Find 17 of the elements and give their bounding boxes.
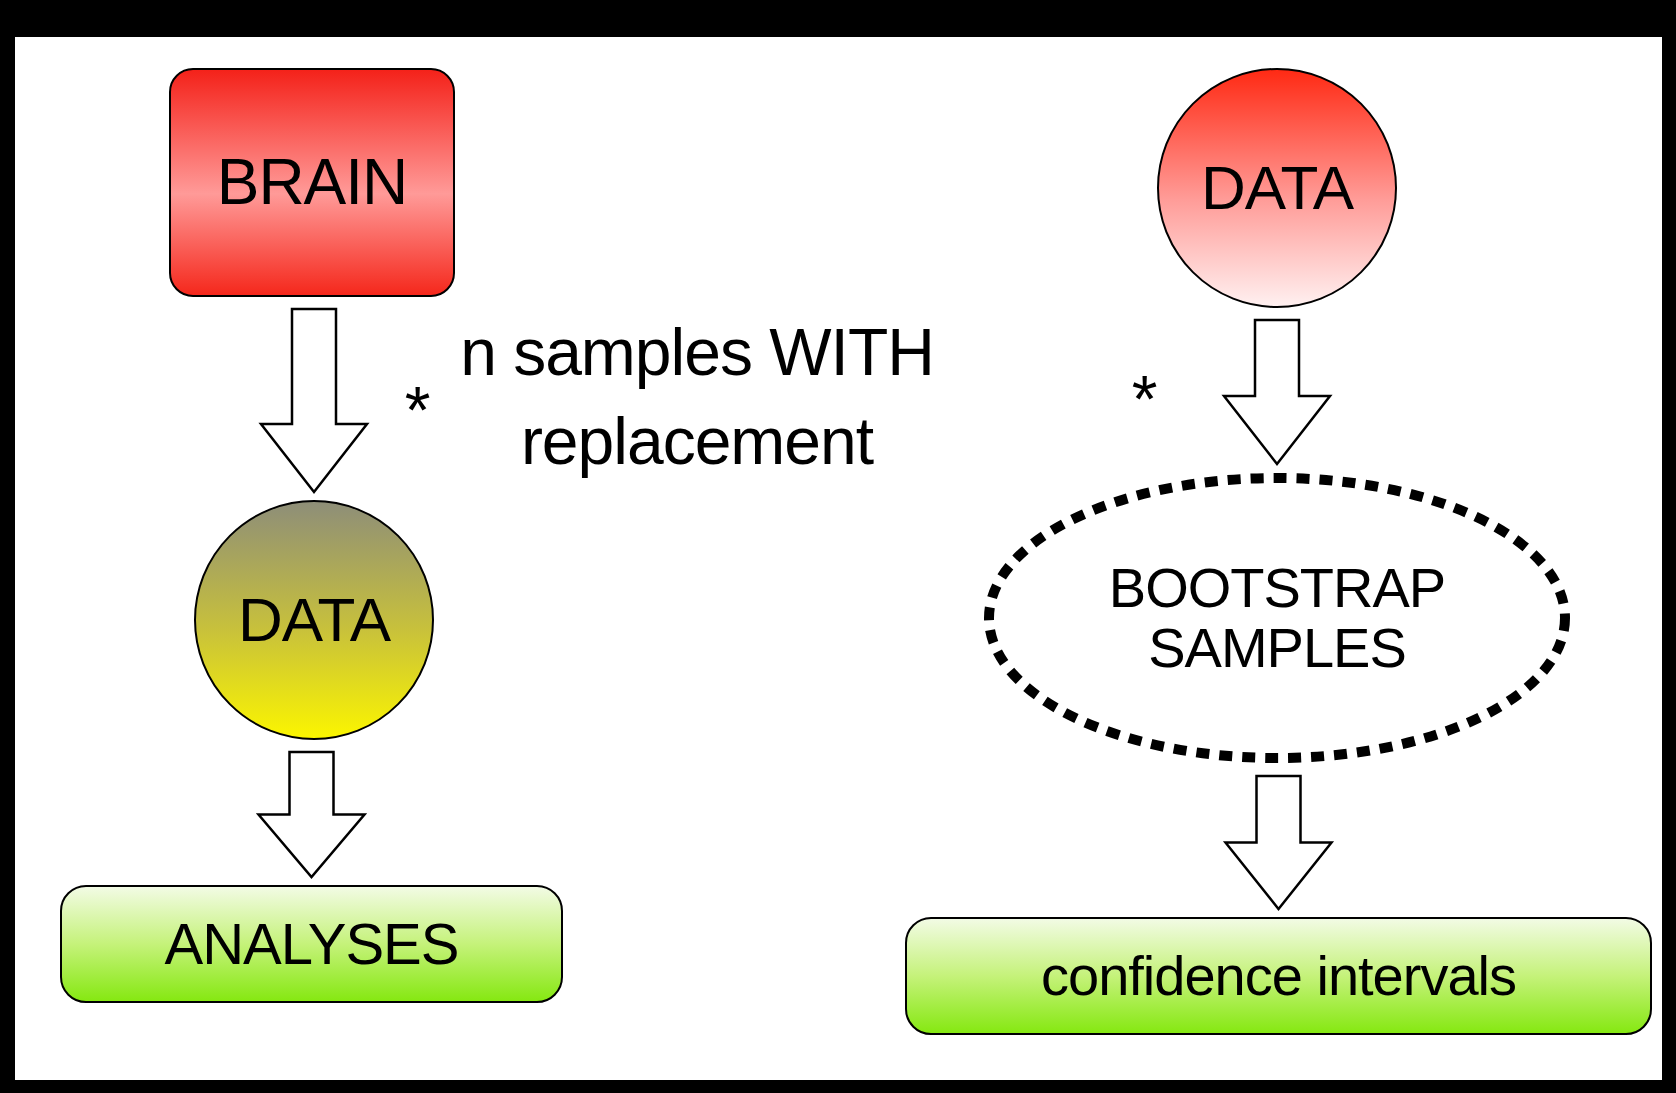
node-label: DATA: [237, 586, 391, 654]
asterisk-mark: *: [403, 372, 431, 449]
annotation-text: n samples WITH replacement: [459, 314, 935, 481]
result-box: [905, 917, 1652, 1035]
asterisk-mark: *: [1130, 361, 1158, 438]
block-arrow: [255, 750, 368, 879]
node-label: ANALYSES: [164, 912, 459, 976]
block-arrow: [1222, 774, 1335, 911]
node-label: BOOTSTRAP SAMPLES: [1107, 557, 1447, 679]
block-arrow: [258, 307, 370, 495]
node-label: BRAIN: [216, 147, 408, 218]
result-box: [60, 885, 563, 1003]
dotted-ellipse: [983, 472, 1571, 764]
block-arrow: [1221, 318, 1333, 467]
node-label: confidence intervals: [1041, 945, 1516, 1007]
process-box: [169, 68, 455, 297]
node-label: DATA: [1200, 154, 1354, 222]
